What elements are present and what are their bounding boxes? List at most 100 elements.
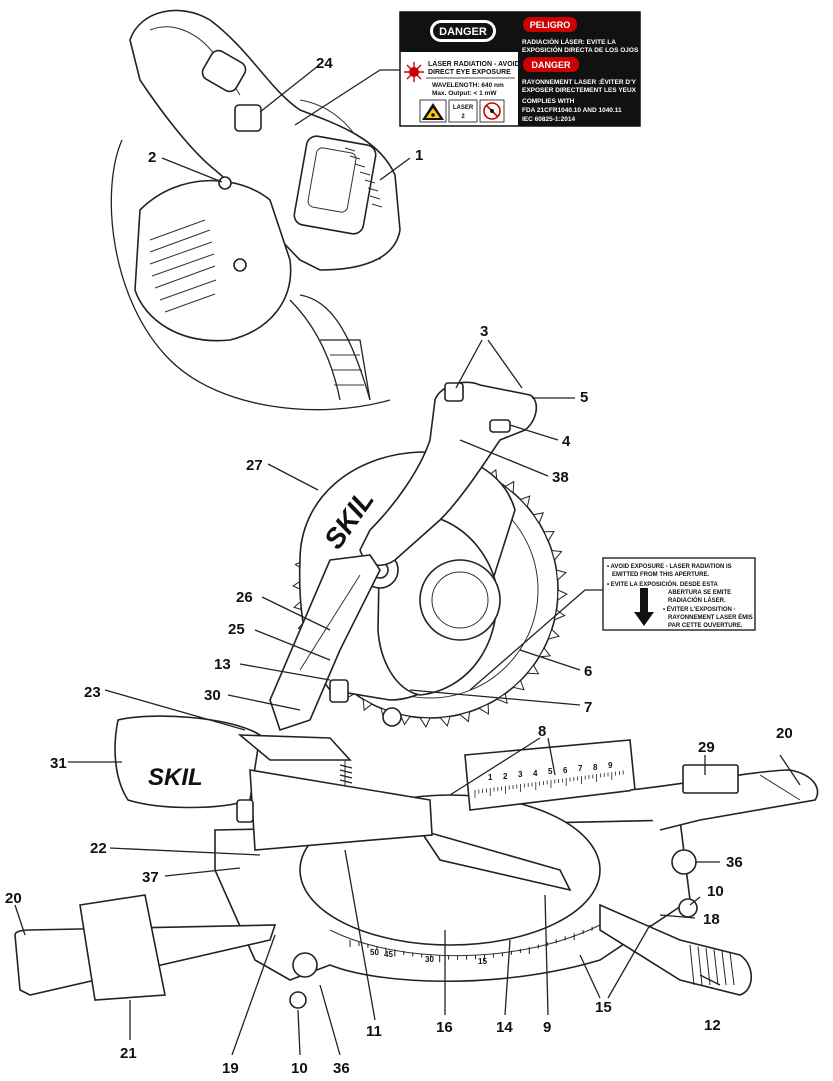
laser-class-word: LASER: [453, 105, 474, 111]
mounting-hole-left: [289, 991, 307, 1009]
callout-30: 30: [204, 687, 221, 704]
miter-scale-30: 30: [425, 955, 434, 964]
screw-2: [218, 176, 232, 190]
aperture-line-4: ABERTURA SE EMITE: [668, 590, 731, 596]
callout-numbers: 1 2 24 3 5 4 38 27 26 25 13 6 7 30 23 31…: [5, 55, 793, 1077]
fence-scale-7: 7: [578, 764, 583, 773]
fence-scale-3: 3: [518, 770, 523, 779]
callout-1: 1: [415, 147, 423, 164]
miter-lock-handle: [599, 903, 753, 996]
callout-10-right: 10: [707, 883, 724, 900]
dust-bag: [114, 715, 261, 809]
left-fence: [249, 769, 433, 851]
leader-lines: [14, 65, 801, 1056]
callout-37: 37: [142, 869, 159, 886]
blade-tooth: [458, 711, 471, 723]
clamp-arm: [237, 734, 352, 761]
callout-26: 26: [236, 589, 253, 606]
blade-tooth: [555, 569, 567, 581]
fence-scale-labels: 1 2 3 4 5 6 7 8 9: [488, 761, 613, 782]
callout-38: 38: [552, 469, 569, 486]
callout-29: 29: [698, 739, 715, 756]
callout-8: 8: [538, 723, 546, 740]
danger-fr-badge: DANGER: [531, 60, 571, 70]
spanish-line-2: EXPOSICIÓN DIRECTA DE LOS OJOS: [522, 45, 639, 54]
aperture-line-7: RAYONNEMENT LASER ÉMIS: [668, 613, 753, 621]
trigger-switch: [444, 382, 464, 402]
right-extension: [629, 769, 819, 831]
blade-tooth: [543, 530, 555, 543]
inset-handle-closeup: [110, 9, 401, 411]
callout-25: 25: [228, 621, 245, 638]
callout-11: 11: [366, 1023, 382, 1040]
blade-tooth: [538, 647, 552, 658]
callout-9: 9: [543, 1019, 551, 1036]
screw-thread: [339, 774, 353, 779]
callout-23: 23: [84, 684, 101, 701]
blade-tooth: [419, 717, 431, 728]
compliance-line-1: COMPLIES WITH: [522, 98, 575, 105]
callout-19: 19: [222, 1060, 239, 1077]
callout-3: 3: [480, 323, 488, 340]
grip-groove: [705, 947, 711, 986]
screw-thread: [339, 779, 353, 784]
fence-scale-6: 6: [563, 766, 568, 775]
callout-36-left: 36: [333, 1060, 350, 1077]
down-arrow-icon: [634, 588, 654, 626]
miter-scale-50: 50: [370, 948, 379, 957]
aperture-line-6: • ÉVITER L'EXPOSITION -: [663, 605, 736, 613]
fence-scale-4: 4: [533, 769, 538, 778]
warning-line-2: DIRECT EYE EXPOSURE: [428, 69, 511, 76]
blade-tooth: [504, 480, 515, 494]
callout-18: 18: [703, 911, 720, 928]
laser-burst-icon: [404, 62, 424, 82]
miter-scale-45: 45: [384, 950, 393, 959]
work-stop: [682, 764, 739, 794]
fence-scale-2: 2: [503, 772, 508, 781]
wavelength: WAVELENGTH: 640 nm: [432, 82, 504, 89]
grip-groove: [713, 949, 719, 986]
screw-thread: [339, 769, 353, 774]
blade-tooth: [477, 703, 490, 715]
laser-class-number: 2: [461, 114, 465, 120]
fence-scale-9: 9: [608, 761, 613, 770]
bevel-lock-knob-right: [671, 849, 697, 875]
aperture-line-8: PAR CETTE OUVERTURE.: [668, 623, 743, 629]
compliance-line-3: IEC 60825-1:2014: [522, 116, 576, 123]
fence-lock-knob: [236, 799, 254, 823]
callout-4: 4: [562, 433, 571, 450]
callout-13: 13: [214, 656, 231, 673]
grip-groove: [697, 946, 703, 986]
french-line-2: EXPOSER DIRECTEMENT LES YEUX: [522, 87, 637, 94]
blade-tooth: [399, 713, 411, 726]
no-staring-icon: [479, 99, 505, 123]
aperture-line-3: • EVITE LA EXPOSICIÓN. DESDE ESTA: [607, 580, 718, 588]
aperture-line-2: EMITTED FROM THIS APERTURE.: [612, 572, 709, 578]
french-line-1: RAYONNEMENT LASER :ÉVITER D'Y: [522, 77, 637, 86]
callout-5: 5: [580, 389, 588, 406]
callout-21: 21: [120, 1045, 137, 1062]
blade-tooth: [557, 589, 568, 601]
fence-scale-5: 5: [548, 767, 553, 776]
max-output: Max. Output: < 1 mW: [432, 90, 497, 97]
blade-tooth: [551, 549, 563, 562]
grip-groove: [689, 944, 695, 986]
main-saw-assembly: SKIL SKIL 50 45 30 15: [14, 381, 819, 1009]
compliance-line-2: FDA 21CFR1040.10 AND 1040.11: [522, 107, 622, 114]
callout-10-left: 10: [291, 1060, 308, 1077]
callout-15: 15: [595, 999, 612, 1016]
aperture-line-5: RADIACIÓN LÁSER.: [668, 596, 726, 604]
screw-thread: [339, 764, 353, 769]
motor-housing: [134, 179, 292, 342]
callout-24: 24: [316, 55, 333, 72]
callout-2: 2: [148, 149, 156, 166]
callout-20-right: 20: [776, 725, 793, 742]
locking-pin: [329, 679, 349, 703]
blade-tooth: [439, 715, 451, 727]
fence-scale-8: 8: [593, 763, 598, 772]
blade-tooth: [519, 495, 531, 508]
miter-scale-15: 15: [478, 957, 487, 966]
callout-20-left: 20: [5, 890, 22, 907]
fence-scale-1: 1: [488, 773, 493, 782]
